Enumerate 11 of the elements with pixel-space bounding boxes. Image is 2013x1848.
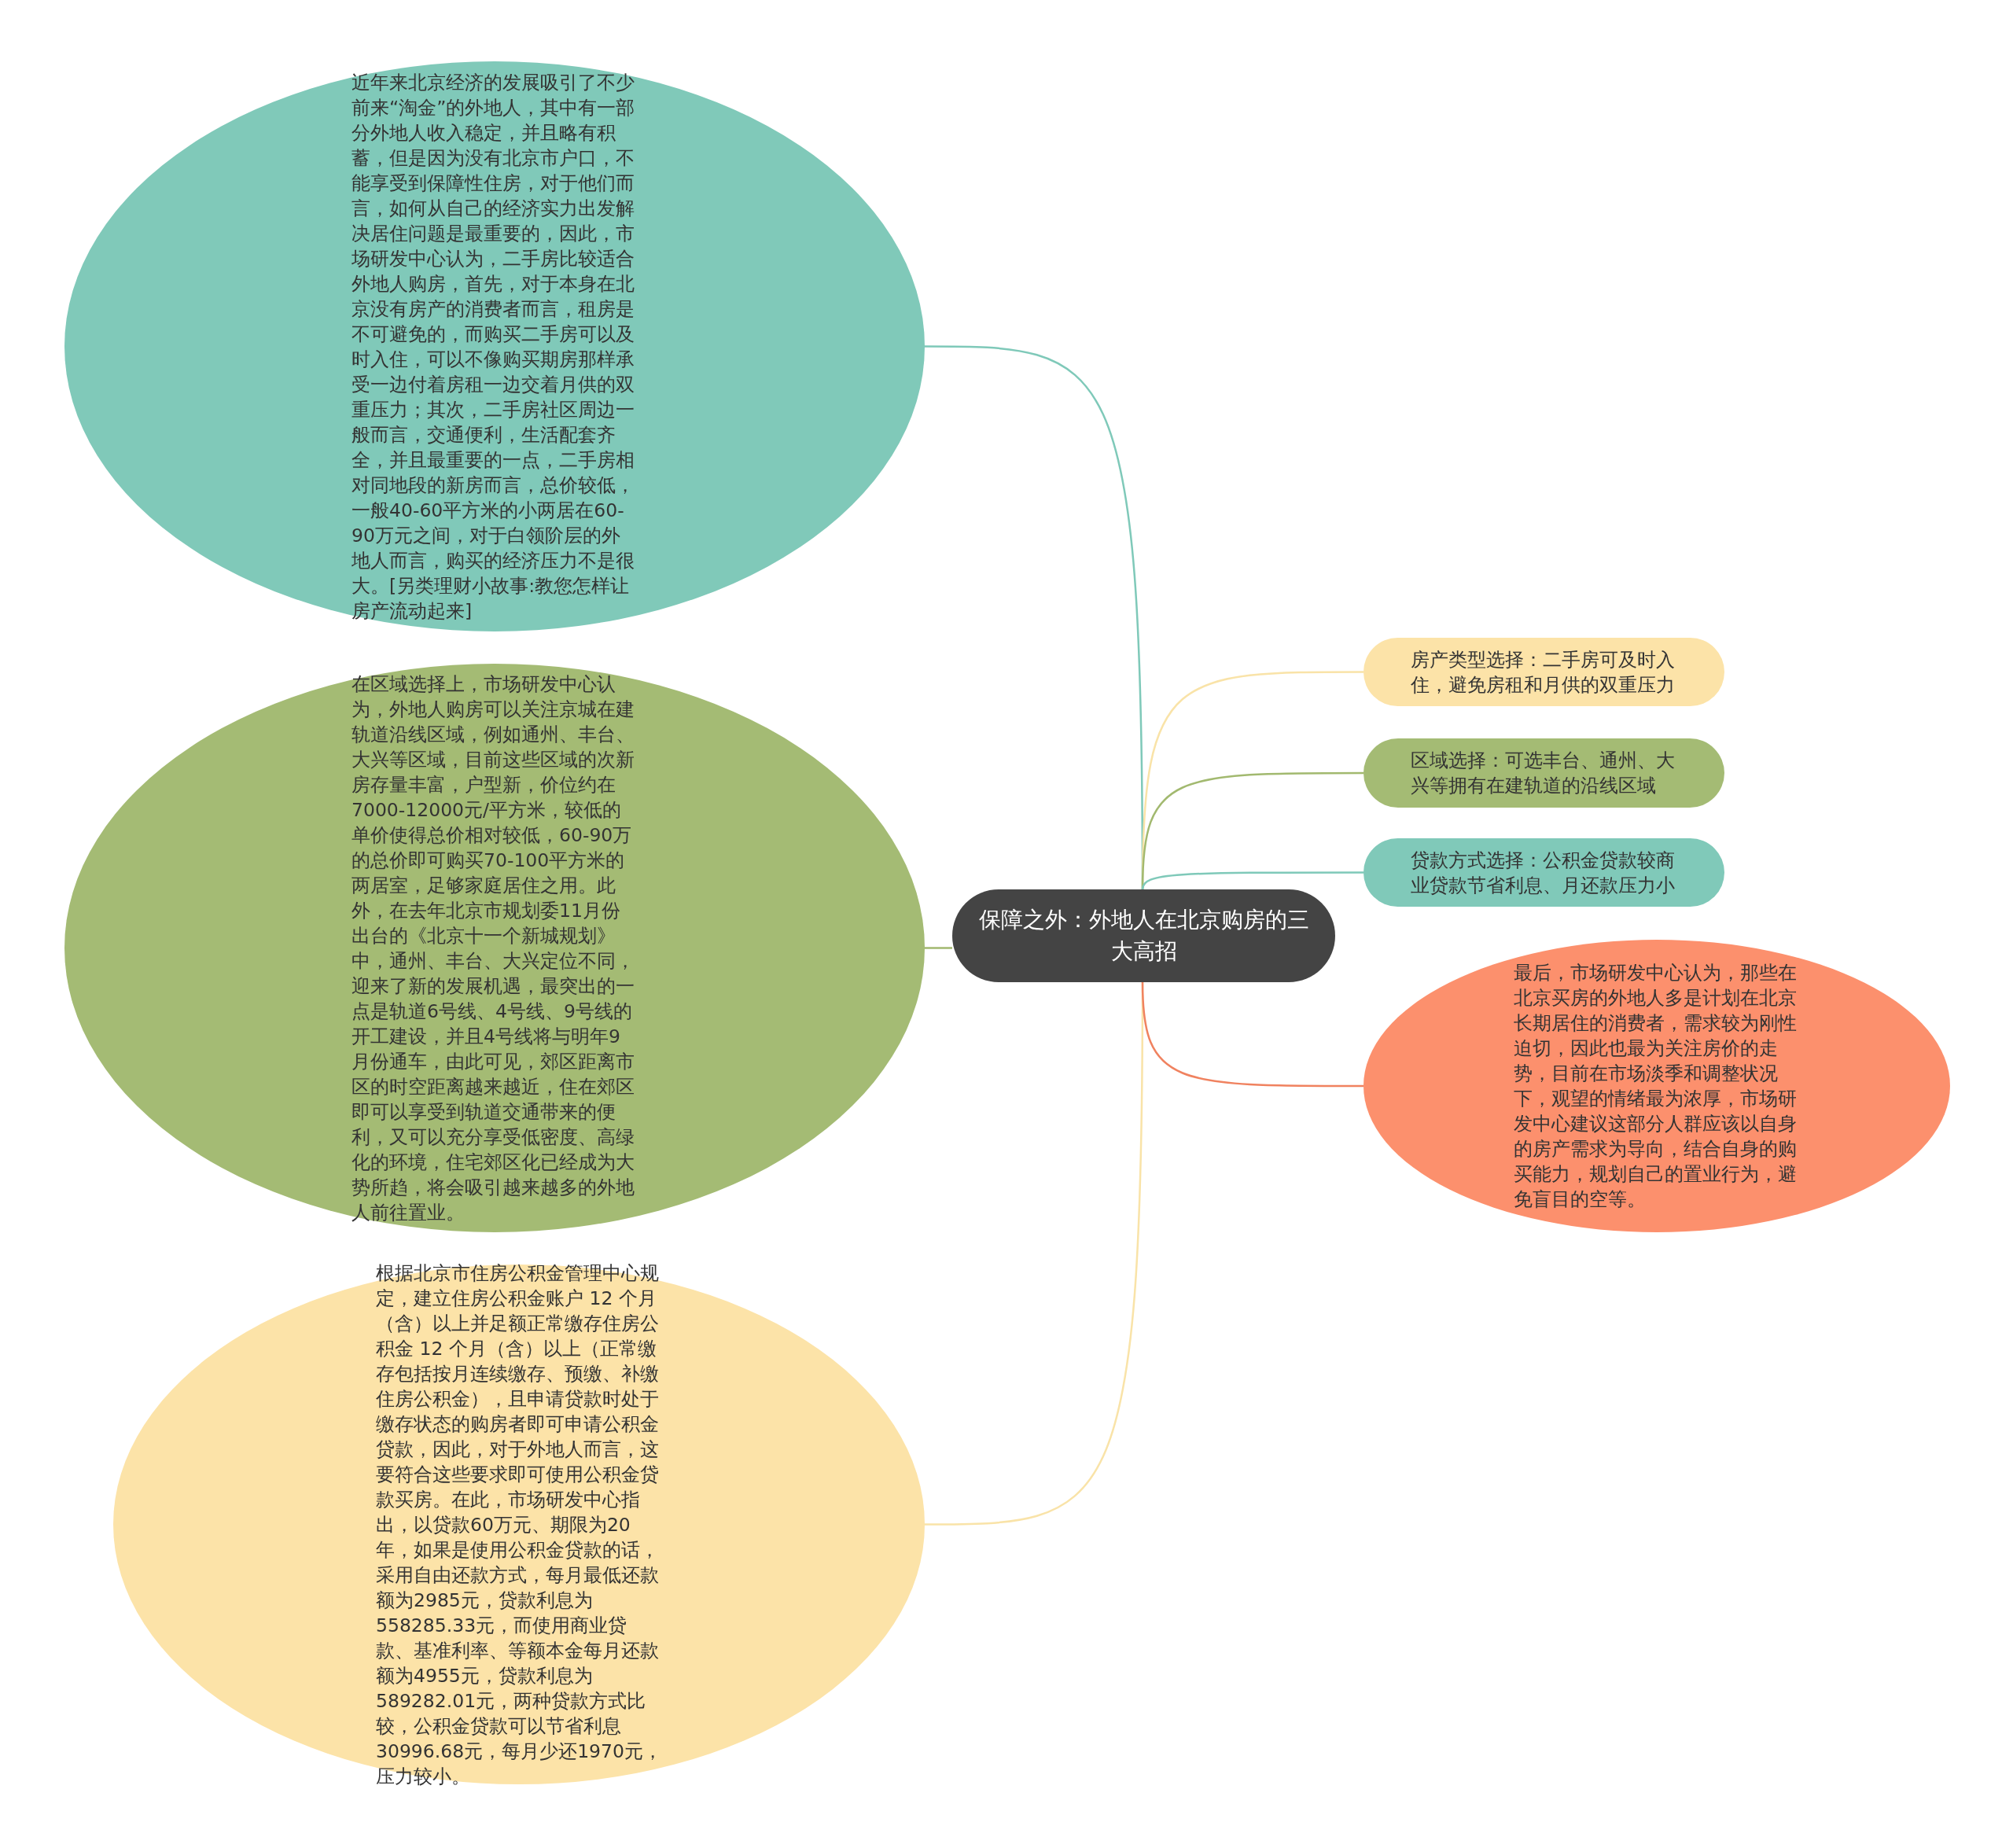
bubble-text: 在区域选择上，市场研发中心认为，外地人购房可以关注京城在建轨道沿线区域，例如通州、丰台、大兴等区域，目前这些区域的次新房存量丰富，户型新，价位约在7000-12000元/平方米，较低的单价使得总价相对较低，60-90万的总价即可购买70-100平方米的两居室，足够家庭居住之用。此外，在去年北京市规划委11月份出台的《北京十一个新城规划》中，通州、丰台、大兴定位不同，迎来了新的发展机遇，最突出的一点是轨道6号线、4号线、9号线的开工建设，并且4号线将与明年9月份通车，由此可见，郊区距离市区的时空距离越来越近，住在郊区即可以享受到轨道交通带来的便利，又可以充分享受低密度、高绿化的环境，住宅郊区化已经成为大势所趋，将会吸引越来越多的外地人前往置业。	[351, 672, 635, 1225]
connector-line	[925, 947, 952, 949]
bubble-text: 区域选择：可选丰台、通州、大兴等拥有在建轨道的沿线区域	[1410, 749, 1676, 798]
connector-line	[1141, 871, 1363, 890]
bubble-text: 贷款方式选择：公积金贷款较商业贷款节省利息、月还款压力小	[1410, 848, 1676, 898]
bubble-text: 根据北京市住房公积金管理中心规定，建立住房公积金账户 12 个月（含）以上并足额正常缴存住房公积金 12 个月（含）以上（正常缴存包括按月连续缴存、预缴、补缴住房公积金），且申请贷款时处于缴存状态的购房者即可申请公积金贷款，因此，对于外地人而言，这要符合这些要求即可使用公积金贷款买房。在此，市场研发中心指出，以贷款60万元、期限为20年，如果是使用公积金贷款的话，采用自由还款方式，每月最低还款额为2985元，贷款利息为558285.33元，而使用商业贷款、基准利率、等额本金每月还款额为4955元，贷款利息为589282.01元，两种贷款方式比较，公积金贷款可以节省利息30996.68元，每月少还1970元，压力较小。	[376, 1261, 662, 1789]
bubble-text: 最后，市场研发中心认为，那些在北京买房的外地人多是计划在北京长期居住的消费者，需求较为刚性迫切，因此也最为关注房价的走势，目前在市场淡季和调整状况下，观望的情绪最为浓厚，市场研发中心建议这部分人群应该以自身的房产需求为导向，结合自身的购买能力，规划自己的置业行为，避免盲目的空等。	[1514, 961, 1798, 1212]
bubble-text: 近年来北京经济的发展吸引了不少前来“淘金”的外地人，其中有一部分外地人收入稳定，并且略有积蓄，但是因为没有北京市户口，不能享受到保障性住房，对于他们而言，如何从自己的经济实力出发解决居住问题是最重要的，因此，市场研发中心认为，二手房比较适合外地人购房，首先，对于本身在北京没有房产的消费者而言，租房是不可避免的，而购买二手房可以及时入住，可以不像购买期房那样承受一边付着房租一边交着月供的双重压力；其次，二手房社区周边一般而言，交通便利，生活配套齐全，并且最重要的一点，二手房相对同地段的新房而言，总价较低，一般40-60平方米的小两居在60-90万元之间，对于白领阶层的外地人而言，购买的经济压力不是很大。[另类理财小故事:教您怎样让房产流动起来]	[351, 70, 636, 624]
connector-line	[1141, 981, 1363, 1088]
bubble-text: 房产类型选择：二手房可及时入住，避免房租和月供的双重压力	[1410, 647, 1676, 698]
topic-text: 保障之外：外地人在北京购房的三大高招	[978, 906, 1309, 966]
